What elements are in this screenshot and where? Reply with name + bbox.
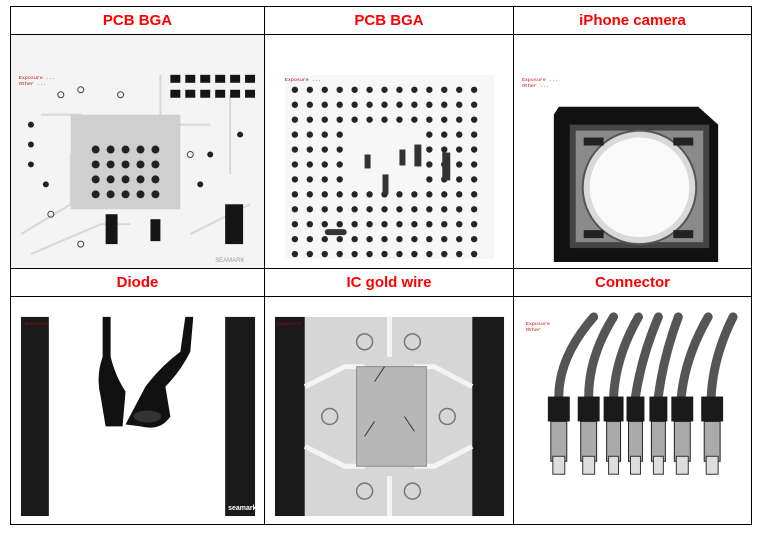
- panel-title-diode: Diode: [11, 269, 265, 297]
- panel-title-connector: Connector: [514, 269, 752, 297]
- xray-image-pcb-bga-1: Exposure ... Other ... SEAMARK: [11, 35, 265, 269]
- svg-text:Exposure: Exposure: [526, 321, 550, 327]
- xray-image-ic-gold-wire: Exposure: [265, 297, 514, 525]
- svg-text:Other ...: Other ...: [522, 83, 549, 89]
- svg-text:Other ...: Other ...: [19, 81, 46, 87]
- svg-text:Exposure: Exposure: [277, 321, 301, 327]
- svg-text:Exposure: Exposure: [25, 321, 49, 327]
- pcb-bga-watermark: SEAMARK: [215, 258, 244, 264]
- comparison-table: PCB BGA PCB BGA iPhone camera: [10, 6, 752, 525]
- xray-image-pcb-bga-2: Exposure ...: [265, 35, 514, 269]
- panel-title-ic-gold-wire: IC gold wire: [265, 269, 514, 297]
- svg-text:Exposure ...: Exposure ...: [285, 77, 321, 83]
- panel-title-pcb-bga-1: PCB BGA: [11, 7, 265, 35]
- panel-title-pcb-bga-2: PCB BGA: [265, 7, 514, 35]
- svg-text:Exposure ...: Exposure ...: [522, 77, 558, 83]
- diode-watermark: seamark: [228, 505, 256, 512]
- panel-title-iphone-camera: iPhone camera: [514, 7, 752, 35]
- xray-image-diode: Exposure seamark: [11, 297, 265, 525]
- xray-image-iphone-camera: Exposure ... Other ...: [514, 35, 752, 269]
- xray-image-connector: Exposure Other: [514, 297, 752, 525]
- svg-text:Exposure ...: Exposure ...: [19, 75, 55, 81]
- svg-text:Other: Other: [526, 327, 541, 333]
